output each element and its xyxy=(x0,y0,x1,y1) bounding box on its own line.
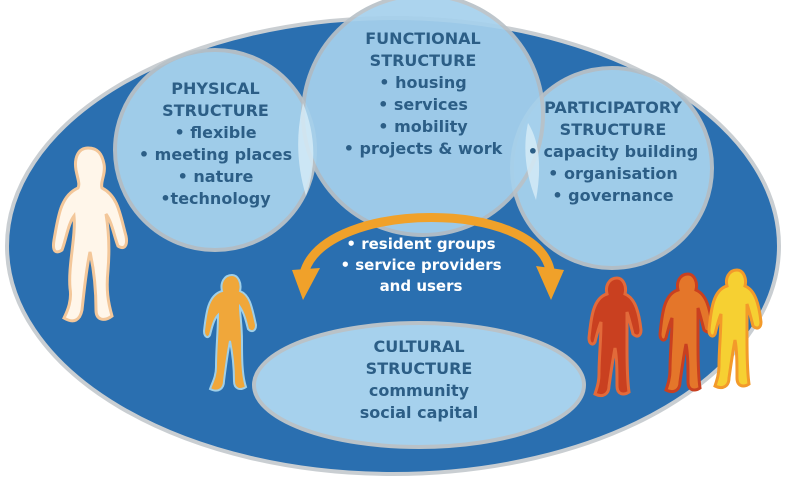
physical-title-2: STRUCTURE xyxy=(162,101,269,120)
participatory-title-1: PARTICIPATORY xyxy=(544,98,682,117)
participatory-item: • governance xyxy=(552,186,674,205)
functional-item: • projects & work xyxy=(343,139,503,158)
overlap-physical-functional xyxy=(298,103,314,196)
double-headed-arrow xyxy=(300,213,555,275)
connection-item: • resident groups xyxy=(346,235,496,253)
person-figure-orange-red xyxy=(658,272,714,394)
functional-item: • housing xyxy=(379,73,467,92)
connection-item: and users xyxy=(379,277,463,295)
cultural-structure-ellipse xyxy=(252,321,586,449)
functional-title-1: FUNCTIONAL xyxy=(365,29,481,48)
cultural-title-2: STRUCTURE xyxy=(365,359,473,378)
participatory-item: • organisation xyxy=(548,164,678,183)
arrow-head-left xyxy=(292,268,320,300)
cultural-item: social capital xyxy=(359,403,479,422)
participatory-item: • capacity building xyxy=(527,142,699,161)
physical-title-1: PHYSICAL xyxy=(171,79,260,98)
cultural-item: community xyxy=(368,381,470,400)
cultural-structure-label: CULTURAL STRUCTURE community social capi… xyxy=(334,336,504,424)
person-figure-white xyxy=(52,146,128,323)
person-figure-yellow xyxy=(707,268,763,390)
physical-item: • nature xyxy=(177,167,254,186)
functional-title-2: STRUCTURE xyxy=(369,51,477,70)
participatory-title-2: STRUCTURE xyxy=(559,120,667,139)
physical-structure-label: PHYSICAL STRUCTURE • flexible • meeting … xyxy=(128,78,303,210)
connection-item: • service providers xyxy=(340,256,502,274)
overlap-functional-participatory xyxy=(525,123,540,200)
arrow-head-right xyxy=(536,266,564,300)
person-figure-red xyxy=(587,276,643,398)
participatory-structure-label: PARTICIPATORY STRUCTURE • capacity build… xyxy=(522,97,704,207)
person-figure-orange xyxy=(202,273,258,392)
connections-label: • resident groups • service providers an… xyxy=(326,234,516,297)
functional-structure-label: FUNCTIONAL STRUCTURE • housing • service… xyxy=(332,28,514,160)
physical-item: • meeting places xyxy=(138,145,293,164)
physical-item: • flexible xyxy=(174,123,257,142)
functional-item: • mobility xyxy=(378,117,468,136)
physical-item: •technology xyxy=(160,189,271,208)
functional-item: • services xyxy=(378,95,468,114)
cultural-title-1: CULTURAL xyxy=(373,337,465,356)
